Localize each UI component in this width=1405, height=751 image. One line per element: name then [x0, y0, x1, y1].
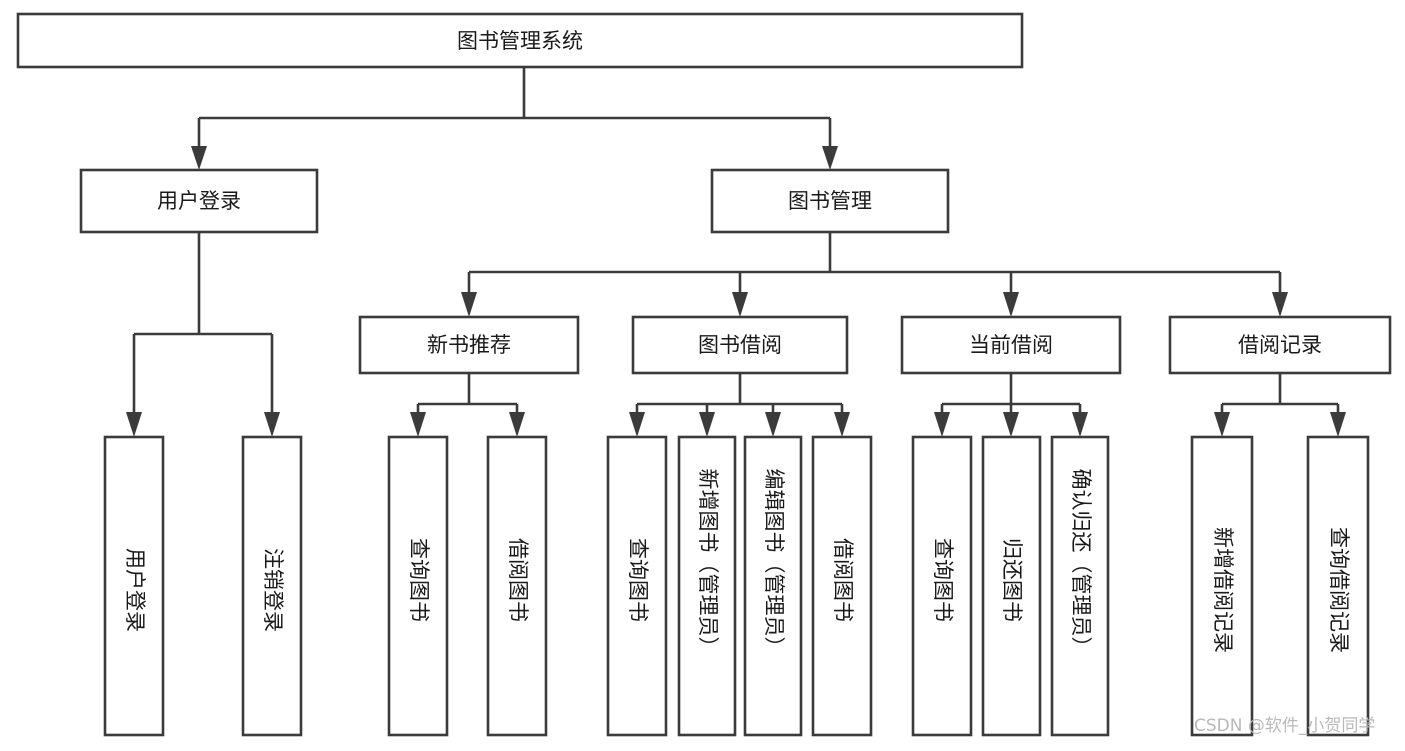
node-user-login-box[interactable] — [79, 168, 319, 234]
leaf-newbook-query[interactable]: 查询图书 — [387, 435, 449, 737]
arrow-bm-c1 — [461, 292, 477, 317]
node-current-borrow-label: 当前借阅 — [969, 333, 1053, 357]
leaf-borrow-borrow-label: 借阅图书 — [831, 538, 855, 622]
leaf-records-query-label: 查询借阅记录 — [1327, 527, 1351, 653]
leaf-records-add-label: 新增借阅记录 — [1211, 527, 1235, 653]
node-new-book-recommend-box[interactable] — [358, 315, 580, 375]
leaf-current-confirm-return-box[interactable] — [1050, 435, 1110, 737]
node-book-management-box[interactable] — [710, 168, 950, 234]
arrow-bm-c4 — [1272, 292, 1288, 317]
arrow-borrow-c2 — [699, 412, 715, 437]
arrow-borrow-c1 — [629, 412, 645, 437]
arrow-borrow-c4 — [834, 412, 850, 437]
leaf-newbook-borrow-box[interactable] — [486, 435, 548, 737]
node-book-borrow-box[interactable] — [631, 315, 849, 375]
arrow-current-c3 — [1072, 412, 1088, 437]
leaf-borrow-edit[interactable]: 编辑图书（管理员） — [743, 435, 803, 737]
leaf-current-query-label: 查询图书 — [931, 538, 955, 622]
arrow-bm-c3 — [1003, 292, 1019, 317]
arrow-root-to-book-mgmt — [822, 146, 838, 170]
node-book-management-label: 图书管理 — [788, 189, 872, 213]
leaf-newbook-borrow[interactable]: 借阅图书 — [486, 435, 548, 737]
leaf-user-login-login-label: 用户登录 — [123, 548, 147, 632]
arrow-user-login-c1 — [126, 412, 142, 437]
node-book-borrow[interactable]: 图书借阅 — [631, 315, 849, 375]
node-root-label: 图书管理系统 — [457, 29, 583, 53]
node-root-box[interactable] — [16, 12, 1024, 69]
leaf-borrow-edit-box[interactable] — [743, 435, 803, 737]
leaf-user-login-login[interactable]: 用户登录 — [103, 435, 165, 737]
leaf-borrow-add-label: 新增图书（管理员） — [696, 469, 720, 658]
arrow-newbook-c2 — [509, 412, 525, 437]
node-book-management[interactable]: 图书管理 — [710, 168, 950, 234]
arrow-newbook-c1 — [410, 412, 426, 437]
leaf-user-login-logout-label: 注销登录 — [261, 548, 285, 632]
node-current-borrow[interactable]: 当前借阅 — [900, 315, 1122, 375]
leaf-current-query-box[interactable] — [911, 435, 973, 737]
leaf-newbook-query-label: 查询图书 — [407, 538, 431, 622]
leaf-user-login-login-box[interactable] — [103, 435, 165, 737]
leaf-user-login-logout[interactable]: 注销登录 — [241, 435, 303, 737]
node-book-borrow-label: 图书借阅 — [698, 333, 782, 357]
leaf-borrow-add[interactable]: 新增图书（管理员） — [677, 435, 737, 737]
leaf-newbook-borrow-label: 借阅图书 — [506, 538, 530, 622]
leaf-current-return[interactable]: 归还图书 — [981, 435, 1042, 737]
leaf-borrow-borrow-box[interactable] — [811, 435, 873, 737]
arrow-records-c2 — [1330, 412, 1346, 437]
node-user-login[interactable]: 用户登录 — [79, 168, 319, 234]
node-root[interactable]: 图书管理系统 — [16, 12, 1024, 69]
leaf-borrow-edit-label: 编辑图书（管理员） — [762, 469, 786, 658]
arrow-borrow-c3 — [765, 412, 781, 437]
leaf-newbook-query-box[interactable] — [387, 435, 449, 737]
arrow-current-c2 — [1003, 412, 1019, 437]
leaf-records-query[interactable]: 查询借阅记录 — [1306, 435, 1370, 737]
leaf-records-add-box[interactable] — [1190, 435, 1254, 737]
watermark-text: CSDN @软件_小贺同学 — [1194, 716, 1375, 736]
arrow-current-c1 — [934, 412, 950, 437]
leaf-current-return-box[interactable] — [981, 435, 1042, 737]
arrow-root-to-user-login — [191, 146, 207, 170]
leaf-current-query[interactable]: 查询图书 — [911, 435, 973, 737]
node-user-login-label: 用户登录 — [157, 189, 241, 213]
arrow-records-c1 — [1214, 412, 1230, 437]
node-current-borrow-box[interactable] — [900, 315, 1122, 375]
leaf-borrow-add-box[interactable] — [677, 435, 737, 737]
node-borrow-records-label: 借阅记录 — [1238, 333, 1322, 357]
node-borrow-records[interactable]: 借阅记录 — [1168, 315, 1392, 375]
leaf-current-confirm-return-label: 确认归还（管理员） — [1069, 469, 1093, 658]
node-borrow-records-box[interactable] — [1168, 315, 1392, 375]
node-new-book-recommend-label: 新书推荐 — [427, 333, 511, 357]
leaf-borrow-borrow[interactable]: 借阅图书 — [811, 435, 873, 737]
leaf-borrow-query-box[interactable] — [606, 435, 668, 737]
leaf-current-return-label: 归还图书 — [1000, 538, 1024, 622]
leaf-records-query-box[interactable] — [1306, 435, 1370, 737]
leaf-borrow-query[interactable]: 查询图书 — [606, 435, 668, 737]
leaf-user-login-logout-box[interactable] — [241, 435, 303, 737]
node-new-book-recommend[interactable]: 新书推荐 — [358, 315, 580, 375]
connector-layer — [126, 67, 1346, 437]
arrow-bm-c2 — [732, 292, 748, 317]
leaf-borrow-query-label: 查询图书 — [626, 538, 650, 622]
arrow-user-login-c2 — [264, 412, 280, 437]
leaf-current-confirm-return[interactable]: 确认归还（管理员） — [1050, 435, 1110, 737]
leaf-records-add[interactable]: 新增借阅记录 — [1190, 435, 1254, 737]
